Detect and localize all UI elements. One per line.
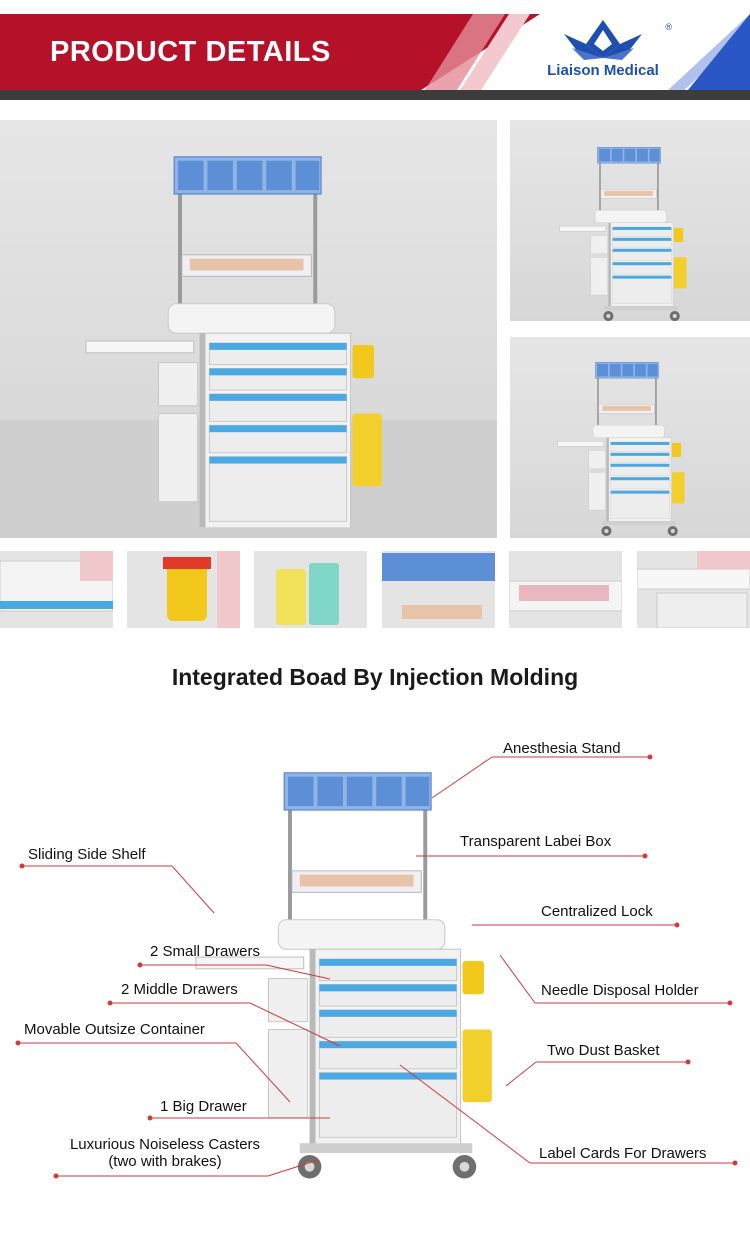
cart-image <box>0 156 497 538</box>
product-photo-side <box>510 120 750 321</box>
label-centralized-lock: Centralized Lock <box>541 903 653 920</box>
thumbnail-image <box>509 580 622 612</box>
thumbnail-drawer-inside <box>0 551 113 628</box>
thumbnail-dust-baskets <box>254 551 367 628</box>
label-sliding-side-shelf: Sliding Side Shelf <box>28 846 146 863</box>
thumbnail-label-box <box>509 551 622 628</box>
thumbnail-side-shelf <box>637 551 750 628</box>
product-photo-main <box>0 120 497 538</box>
header-divider <box>0 90 750 100</box>
label-anesthesia-stand: Anesthesia Stand <box>503 740 621 757</box>
label-two-dust-basket: Two Dust Basket <box>547 1042 660 1059</box>
label-small-drawers: 2 Small Drawers <box>150 943 261 960</box>
product-photo-back <box>510 337 750 538</box>
label-middle-drawers: 2 Middle Drawers <box>121 981 238 998</box>
section-title: Integrated Boad By Injection Molding <box>171 664 579 690</box>
registered-mark: ® <box>665 22 672 32</box>
thumbnail-needle-holder <box>127 551 240 628</box>
thumbnail-anesthesia-stand <box>382 551 495 628</box>
thumbnail-image <box>637 551 750 628</box>
label-casters-line1: Luxurious Noiseless Casters <box>69 1136 261 1153</box>
label-transparent-label-box: Transparent Labei Box <box>460 833 612 850</box>
thumbnail-image <box>382 553 495 619</box>
brand-logo: ® Liaison Medical <box>528 18 678 84</box>
lotus-icon <box>564 20 642 60</box>
page-title: PRODUCT DETAILS <box>50 36 331 68</box>
label-casters-line2: (two with brakes) <box>108 1153 222 1170</box>
label-needle-disposal-holder: Needle Disposal Holder <box>541 982 699 999</box>
label-big-drawer: 1 Big Drawer <box>160 1098 247 1115</box>
thumbnail-image <box>163 551 240 628</box>
label-casters: Luxurious Noiseless Casters (two with br… <box>50 1136 280 1170</box>
brand-name: Liaison Medical <box>547 62 659 79</box>
header-banner: PRODUCT DETAILS ® Liaison Medical <box>0 0 750 100</box>
thumbnail-image <box>276 563 339 625</box>
thumbnail-image <box>0 551 113 612</box>
label-label-cards: Label Cards For Drawers <box>539 1145 707 1162</box>
label-movable-container: Movable Outsize Container <box>24 1021 205 1038</box>
